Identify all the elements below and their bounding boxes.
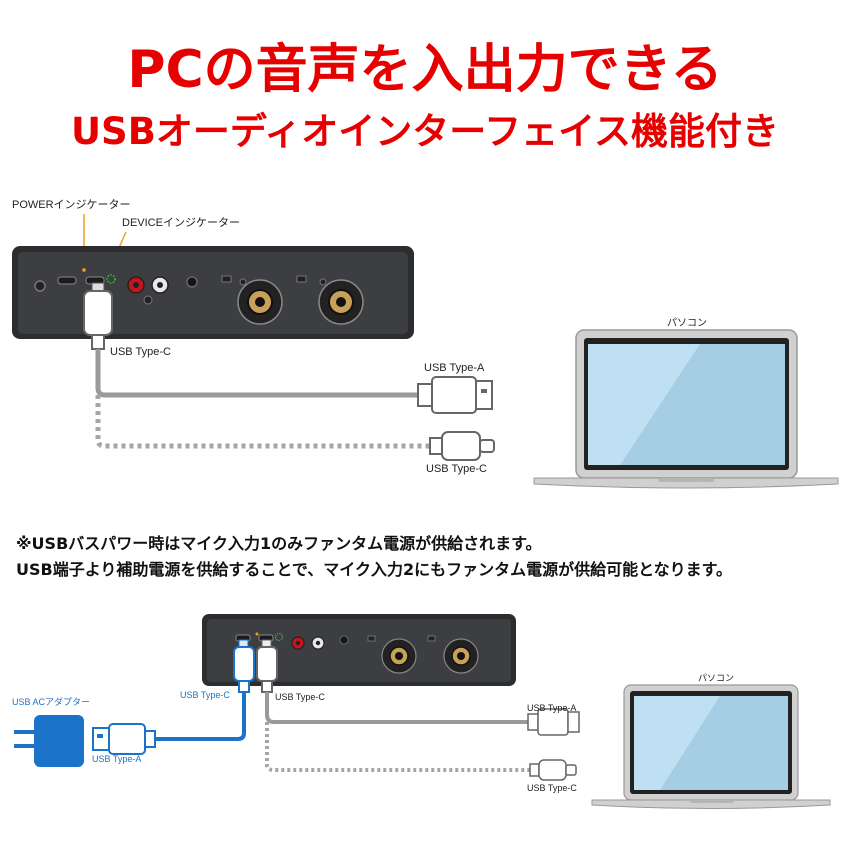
laptop-icon (533, 329, 839, 489)
power-indicator-label: POWERインジケーター (12, 198, 131, 211)
diagram-2: USB Type-C USB Type-C USB Type-A USB ACア… (12, 614, 831, 809)
ac-adapter-icon (14, 715, 84, 767)
adapter-label: USB ACアダプター (12, 696, 90, 707)
switch-1 (221, 275, 232, 283)
power-port-label: USB Type-C (180, 690, 230, 700)
note-line-2: USB端子より補助電源を供給することで、マイク入力2にもファンタム電源が供給可能… (16, 560, 733, 579)
device-indicator-label: DEVICEインジケーター (122, 216, 240, 229)
diagram-1: POWERインジケーター DEVICEインジケーター (12, 198, 839, 489)
usb-c-port-power (57, 276, 77, 285)
usb-c-plug-icon (83, 282, 113, 350)
usb-a-plug-icon (417, 376, 493, 414)
screw-icon (34, 280, 46, 292)
switch-2 (296, 275, 307, 283)
audio-interface-device (12, 246, 414, 339)
data-cable-dotted (95, 395, 430, 449)
note-line-1: ※USBバスパワー時はマイク入力1のみファンタム電源が供給されます。 (16, 534, 542, 553)
adapter-cable-label: USB Type-A (92, 754, 141, 764)
usb-type-c-label-device: USB Type-C (110, 346, 171, 358)
laptop-label-2: パソコン (698, 673, 734, 683)
laptop-icon-2 (591, 684, 831, 809)
device-indicator-led (106, 274, 116, 284)
laptop-label: パソコン (667, 317, 707, 329)
power-indicator-led (82, 268, 86, 272)
audio-interface-device-2 (202, 614, 516, 686)
usb-c-plug-icon-alt (429, 431, 495, 461)
usb-c-plug-data-icon (256, 639, 278, 693)
usb-type-a-label: USB Type-A (424, 362, 485, 374)
usb-c-plug-icon-2 (529, 759, 577, 781)
usb-a-plug-icon-2 (527, 708, 580, 736)
usb-type-a-label-2: USB Type-A (527, 703, 576, 713)
device-port-label: USB Type-C (275, 692, 325, 702)
data-cable-dotted-2 (265, 722, 530, 772)
title-line-2: USBオーディオインターフェイス機能付き (71, 110, 779, 153)
usb-type-c-label-2: USB Type-C (527, 783, 577, 793)
title-line-1: PCの音声を入出力できる (127, 40, 723, 100)
data-cable-solid (95, 349, 418, 398)
usb-c-plug-power-icon (233, 639, 255, 693)
data-cable-solid-2 (265, 692, 528, 724)
power-cable (154, 692, 246, 741)
headphone-jack (186, 276, 198, 288)
usb-a-plug-power-icon (92, 723, 156, 755)
usb-type-c-label-laptop: USB Type-C (426, 463, 487, 475)
